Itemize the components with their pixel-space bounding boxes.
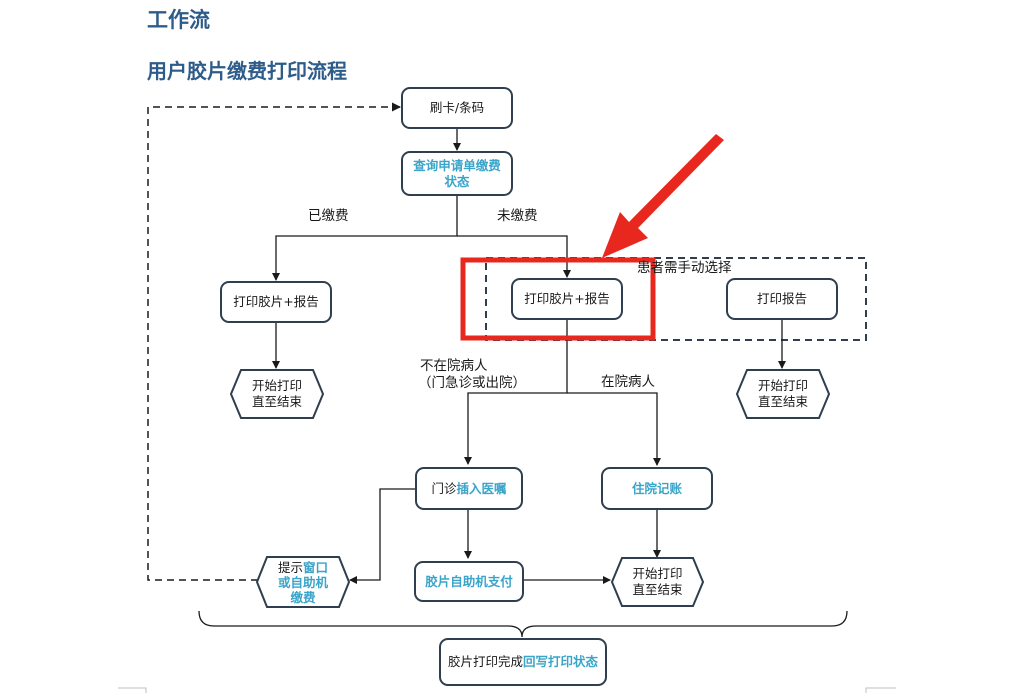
outpatient-highlight: 插入医嘱 [456, 480, 507, 496]
bottom-brace [198, 610, 848, 638]
end-print-hexagon-bottom: 开始打印直至结束 [611, 557, 704, 607]
card-scan-box: 刷卡/条码 [401, 87, 513, 129]
kiosk-payment-box: 胶片自助机支付 [414, 561, 524, 602]
connector-inpatient [567, 392, 661, 466]
end-print-line1: 开始打印 [251, 378, 302, 393]
page-title: 工作流 [147, 7, 210, 32]
hint-window: 窗口 [303, 559, 329, 575]
print-film-report-box-paid: 打印胶片+报告 [220, 281, 332, 323]
query-status-label: 查询申请单缴费状态 [413, 157, 501, 189]
label-not-inpatient: 不在院病人 [420, 358, 488, 374]
print-film-report-label: 打印胶片+报告 [524, 291, 610, 306]
label-inpatient: 在院病人 [601, 374, 655, 390]
end-print-line2: 直至结束 [757, 394, 808, 409]
hint-prefix: 提示 [277, 559, 303, 575]
final-status-box: 胶片打印完成回写打印状态 [439, 638, 607, 686]
final-prefix: 胶片打印完成 [447, 654, 523, 669]
inpatient-billing-label: 住院记账 [631, 480, 682, 496]
end-print-line1: 开始打印 [632, 566, 683, 581]
red-highlight-box [460, 257, 656, 341]
outpatient-prefix: 门诊 [431, 480, 457, 496]
card-scan-label: 刷卡/条码 [429, 100, 485, 115]
print-film-report-box-unpaid: 打印胶片+报告 [511, 278, 623, 320]
print-report-box: 打印报告 [726, 278, 838, 320]
section-title: 用户胶片缴费打印流程 [147, 59, 347, 83]
query-status-box: 查询申请单缴费状态 [401, 151, 513, 196]
label-not-inpatient-detail: （门急诊或出院） [418, 375, 526, 391]
end-print-line2: 直至结束 [251, 394, 302, 409]
print-film-report-label: 打印胶片+报告 [233, 294, 319, 309]
label-unpaid: 未缴费 [497, 208, 538, 224]
manual-select-region [485, 257, 867, 341]
retry-loop-connector [147, 102, 401, 581]
hint-pay: 缴费 [290, 589, 316, 605]
connector-paid [272, 195, 458, 281]
final-highlight: 回写打印状态 [523, 654, 599, 669]
payment-hint-hexagon: 提示窗口 或自助机 缴费 [256, 556, 350, 608]
page-corner-mark [118, 687, 147, 693]
end-print-line1: 开始打印 [757, 378, 808, 393]
hint-kiosk: 或自助机 [277, 574, 328, 590]
kiosk-payment-label: 胶片自助机支付 [425, 573, 513, 589]
outpatient-label: 门诊插入医嘱 [431, 481, 506, 497]
end-print-line2: 直至结束 [632, 582, 683, 597]
label-paid: 已缴费 [308, 208, 349, 224]
label-manual-select: 患者需手动选择 [637, 260, 732, 276]
end-print-hexagon-left: 开始打印直至结束 [230, 369, 324, 419]
connector-not-inpatient [464, 319, 568, 465]
page-corner-mark [865, 687, 896, 693]
red-arrow-icon [602, 134, 724, 258]
inpatient-billing-box: 住院记账 [601, 467, 713, 510]
print-report-label: 打印报告 [756, 291, 807, 306]
connector [349, 488, 415, 584]
end-print-hexagon-right: 开始打印直至结束 [736, 369, 830, 419]
outpatient-order-box: 门诊插入医嘱 [415, 467, 523, 510]
connector-unpaid [457, 235, 571, 278]
final-status-label: 胶片打印完成回写打印状态 [448, 654, 598, 670]
